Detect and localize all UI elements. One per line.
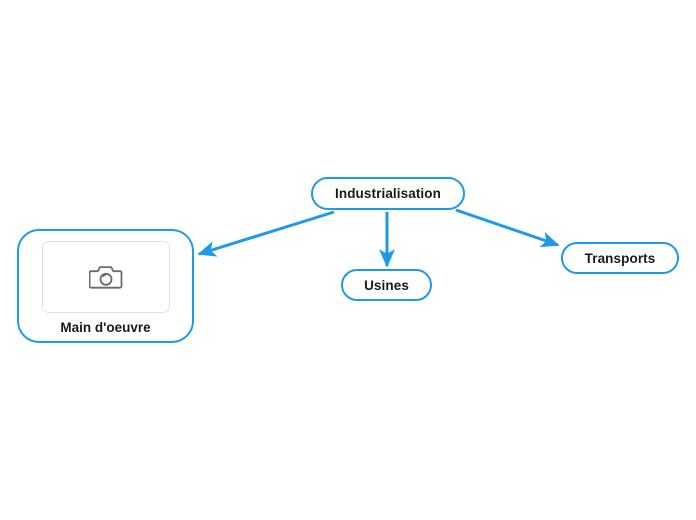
node-transports[interactable]: Transports	[561, 242, 679, 274]
node-industrialisation[interactable]: Industrialisation	[311, 177, 465, 210]
camera-icon	[88, 262, 123, 292]
edge-root-to-main-doeuvre	[197, 210, 335, 257]
node-main-doeuvre-label: Main d'oeuvre	[60, 320, 151, 335]
edge-root-to-transports	[455, 208, 560, 248]
node-usines-label: Usines	[364, 277, 409, 293]
node-transports-label: Transports	[584, 250, 656, 266]
node-industrialisation-label: Industrialisation	[335, 186, 441, 201]
node-usines[interactable]: Usines	[341, 269, 432, 301]
node-main-doeuvre[interactable]: Main d'oeuvre	[17, 229, 194, 343]
image-placeholder[interactable]	[41, 241, 170, 313]
